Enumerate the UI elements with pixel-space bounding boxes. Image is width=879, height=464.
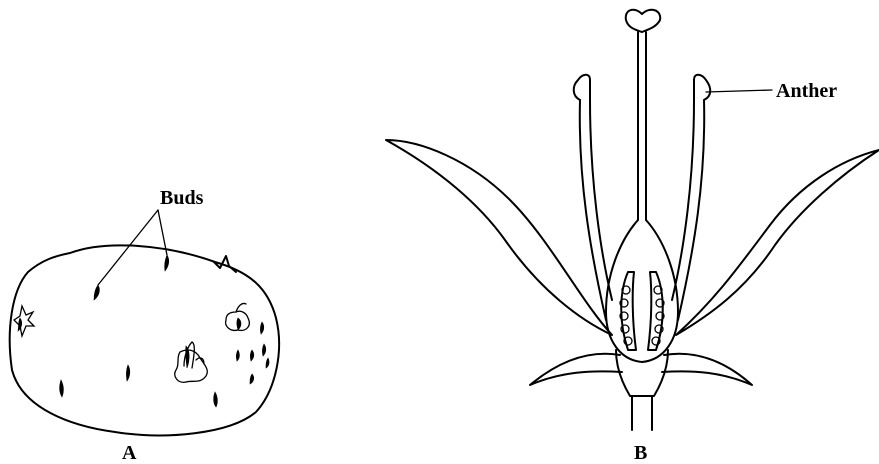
bud [126, 365, 129, 381]
bud [165, 255, 169, 271]
tuber-eye [14, 306, 34, 336]
sprout-tip [214, 256, 236, 272]
bud [266, 358, 269, 368]
receptacle [616, 350, 668, 396]
buds-label: Buds [160, 187, 204, 209]
petal-right [676, 150, 879, 335]
bud [60, 380, 64, 397]
ovary-chamber [648, 272, 663, 350]
petal-left [386, 140, 612, 335]
anther-label: Anther [776, 80, 837, 102]
flower-section [386, 10, 879, 430]
tuber-outline [10, 245, 279, 435]
bud [236, 350, 239, 361]
anther [574, 75, 590, 100]
tuber-eye [175, 342, 208, 382]
tuber-eye [226, 303, 250, 330]
bud [250, 374, 254, 384]
sepal-right [662, 354, 752, 385]
bud [250, 350, 253, 361]
style [638, 32, 646, 220]
figure-a-label: A [122, 442, 137, 464]
anther [694, 75, 710, 100]
ovary [606, 220, 678, 362]
pedicel [632, 396, 652, 430]
ovary-chamber [621, 272, 636, 350]
stigma [626, 10, 660, 32]
bud [94, 285, 99, 300]
sepal-left [530, 354, 622, 385]
potato-tuber [10, 210, 279, 435]
bud [214, 392, 218, 407]
figure-b-label: B [634, 442, 647, 464]
tuber-buds [60, 255, 269, 407]
anther-leader-line [706, 90, 772, 92]
bud [262, 344, 265, 356]
bud [260, 322, 263, 334]
ovules [620, 286, 664, 345]
